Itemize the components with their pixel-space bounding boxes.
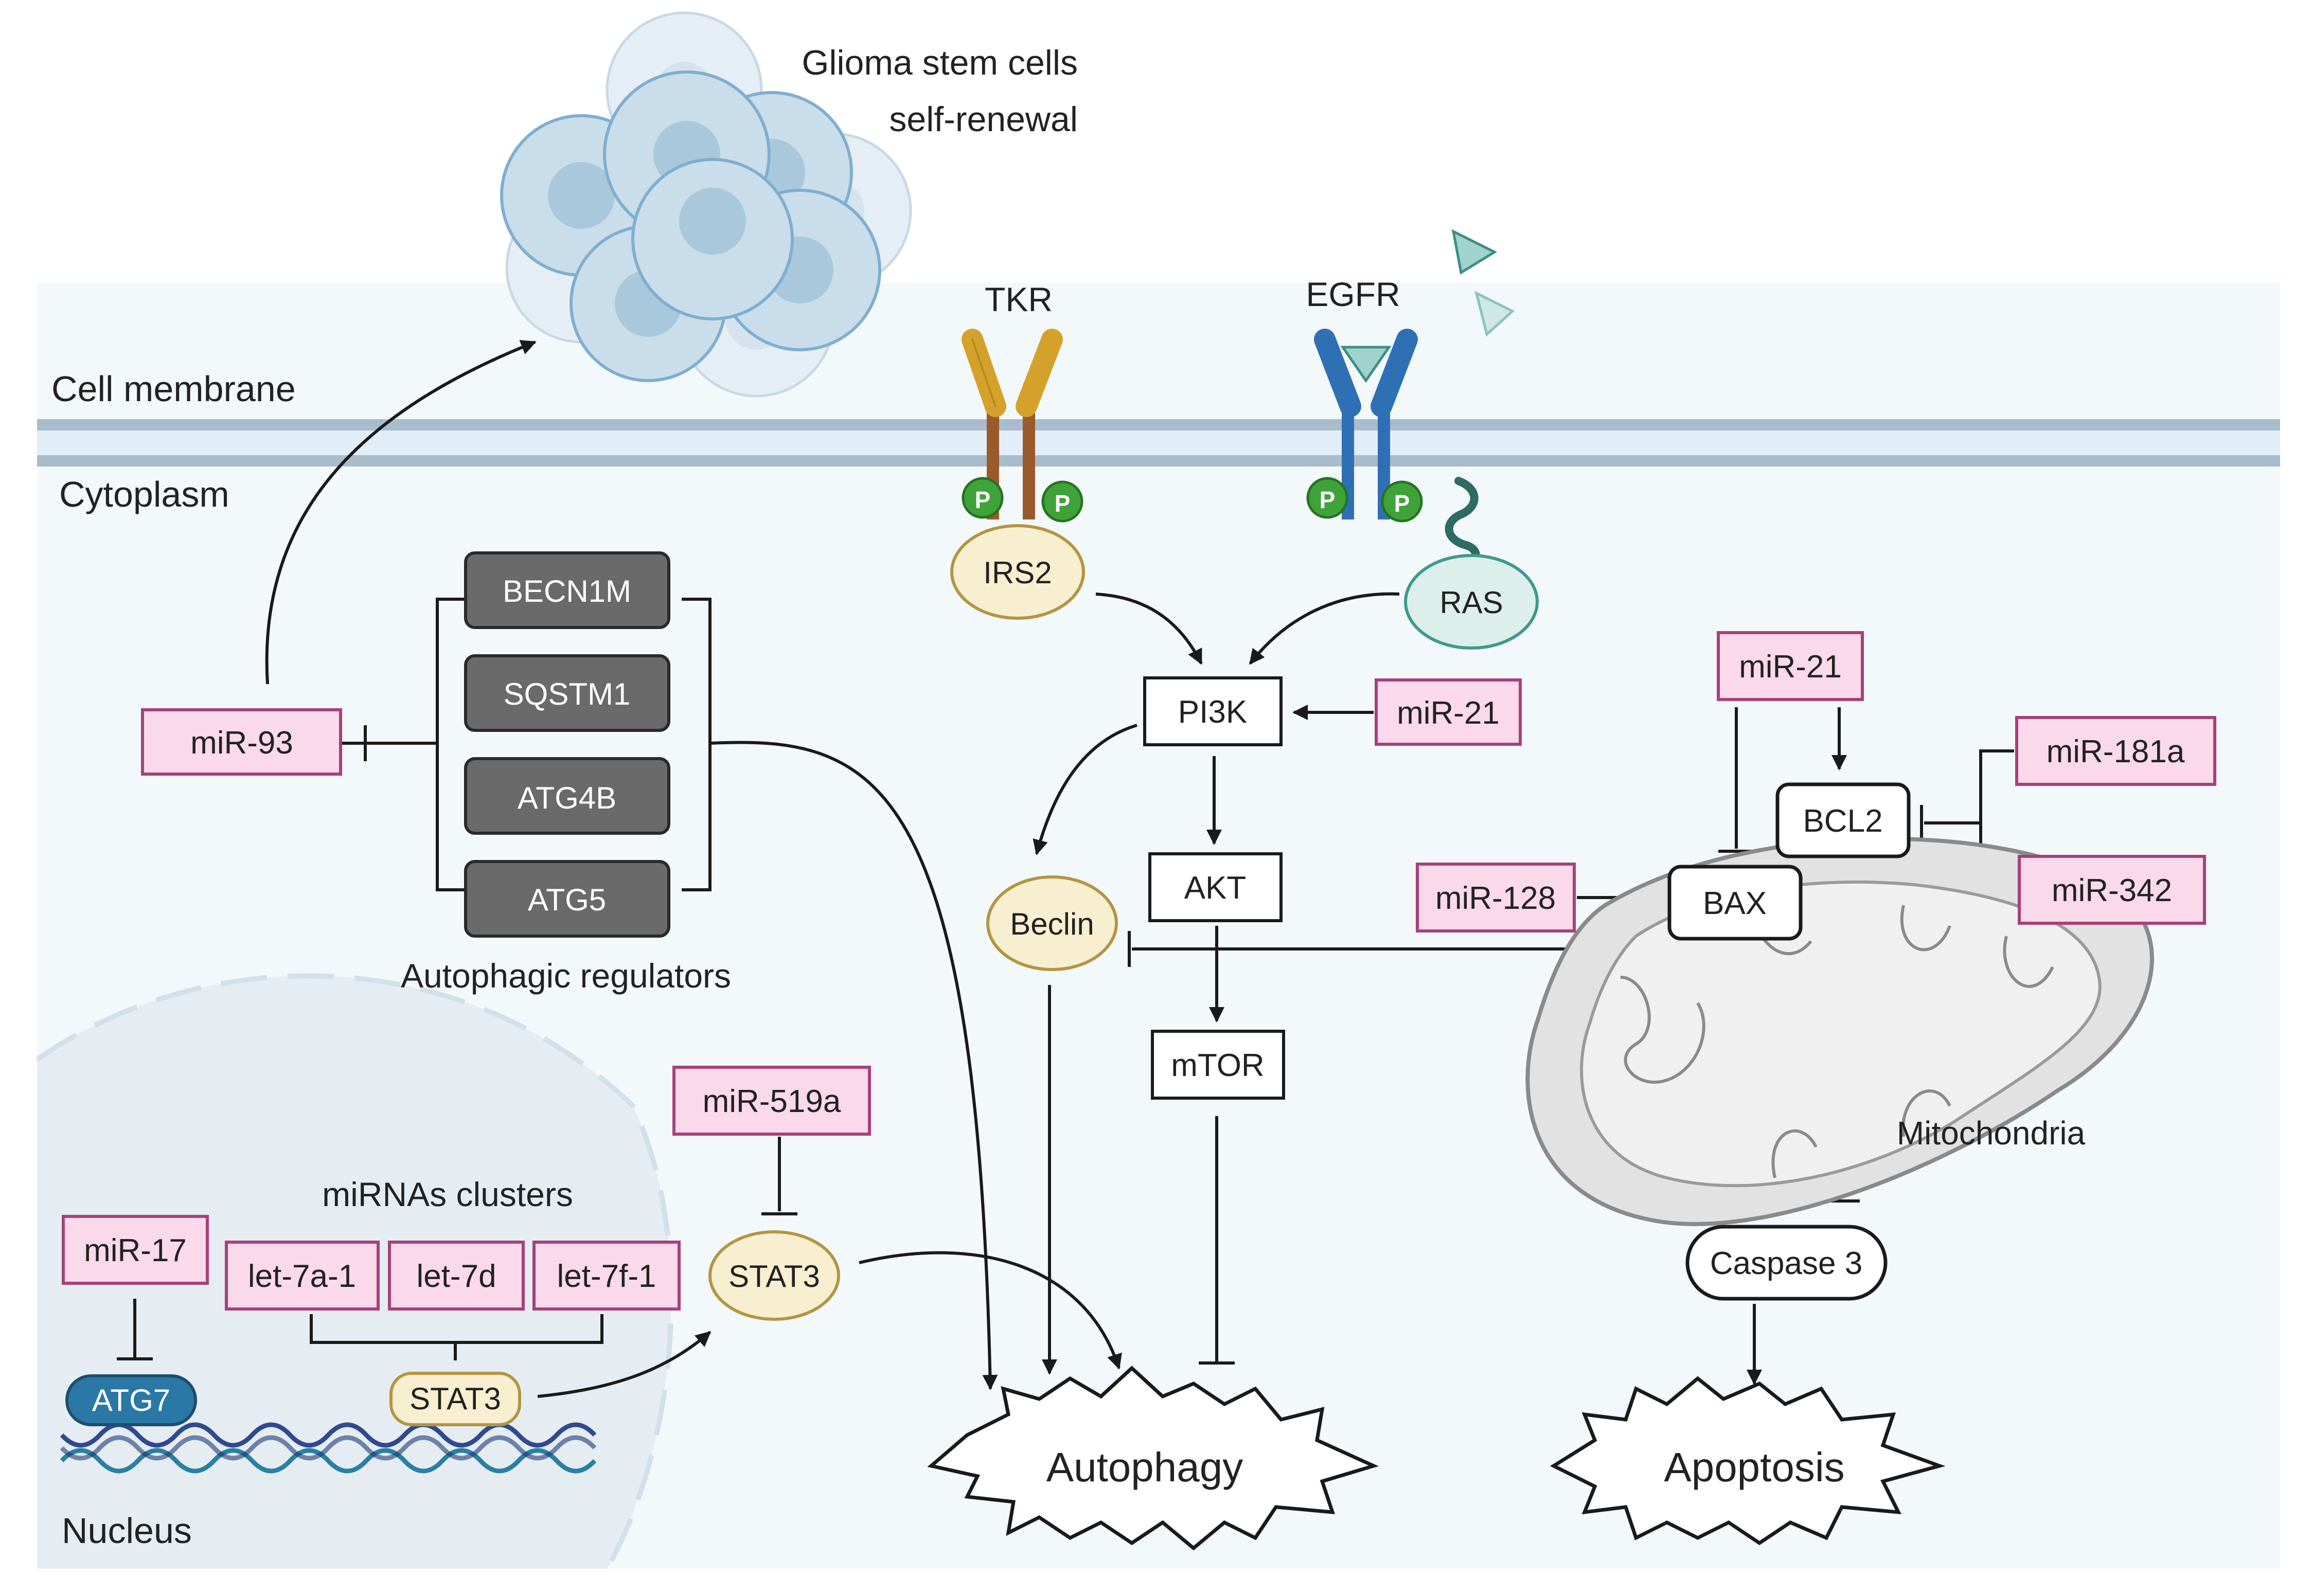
phospho-label: P <box>975 487 991 513</box>
bcl2-label: BCL2 <box>1803 803 1882 839</box>
caspase3-node: Caspase 3 <box>1685 1225 1888 1301</box>
regulator-label: SQSTM1 <box>504 677 631 711</box>
cluster-box <box>225 1241 380 1311</box>
glioma-stem-cells-cluster <box>500 11 912 398</box>
regulator-box <box>464 757 670 835</box>
apoptosis-burst <box>1550 1376 1946 1546</box>
cluster-label: let-7d <box>416 1259 496 1294</box>
phospho-label: P <box>1055 490 1071 517</box>
stat3-cyto-label: STAT3 <box>728 1259 820 1294</box>
stat3-nucleus-node: STAT3 <box>389 1372 521 1426</box>
cluster-label: let-7a-1 <box>248 1259 356 1294</box>
mir17-box <box>62 1215 209 1285</box>
egfr-label: EGFR <box>1306 275 1400 313</box>
mir519a-label: miR-519a <box>703 1084 841 1119</box>
mirna-boxes: miR-93 miR-21 miR-21 miR-181a miR-342 mi… <box>62 631 2216 1285</box>
cluster-box <box>532 1241 681 1311</box>
regulators-caption: Autophagic regulators <box>401 957 731 995</box>
pi3k-node: PI3K <box>1143 676 1283 746</box>
irs2-label: IRS2 <box>983 555 1052 590</box>
mir128-label: miR-128 <box>1435 881 1556 916</box>
mir21-pi3k-label: miR-21 <box>1397 695 1500 731</box>
arrow-irs2-to-pi3k <box>1095 593 1203 665</box>
mir519a-box <box>672 1066 871 1136</box>
cluster-label: let-7f-1 <box>557 1259 656 1294</box>
mir93-box <box>141 708 342 776</box>
cluster-box <box>388 1241 525 1311</box>
irs2-node: IRS2 <box>950 524 1085 620</box>
bax-label: BAX <box>1703 886 1767 921</box>
phospho-label: P <box>1320 487 1336 513</box>
caspase3-label: Caspase 3 <box>1710 1246 1862 1281</box>
autophagy-label: Autophagy <box>1046 1444 1243 1490</box>
mir21-bcl2-box <box>1717 631 1864 701</box>
mtor-label: mTOR <box>1171 1048 1264 1083</box>
bax-node: BAX <box>1667 865 1803 941</box>
arrow-stat3-to-autophagy <box>859 1251 1122 1370</box>
phospho-label: P <box>1394 490 1410 517</box>
mitochondria-label: Mitochondria <box>1897 1115 2086 1152</box>
akt-label: AKT <box>1184 870 1247 906</box>
mir342-label: miR-342 <box>2052 873 2172 908</box>
regulator-label: BECN1M <box>503 574 631 608</box>
mir342-box <box>2018 855 2206 925</box>
mtor-node: mTOR <box>1151 1030 1285 1100</box>
mir128-box <box>1416 863 1576 933</box>
tkr-label: TKR <box>985 280 1053 318</box>
stem-cells-subtitle: self-renewal <box>889 100 1078 139</box>
dna-helix-icon <box>60 1422 597 1474</box>
regulators-bracket <box>436 598 712 891</box>
arrow-ras-to-pi3k <box>1249 592 1400 665</box>
cluster-list: let-7a-1 let-7d let-7f-1 <box>225 1241 681 1311</box>
arrow-regulators-to-autophagy <box>709 741 998 1390</box>
autophagy-burst <box>927 1366 1379 1551</box>
regulator-list: BECN1M SQSTM1 ATG4B ATG5 <box>464 551 670 938</box>
ras-node: RAS <box>1404 554 1539 650</box>
regulator-box <box>464 860 670 938</box>
phospho-group: P P P P <box>962 477 1423 523</box>
regulator-box <box>464 654 670 732</box>
ligand-icon-2 <box>1474 291 1515 337</box>
stem-cells-title: Glioma stem cells <box>802 43 1078 82</box>
mir181a-label: miR-181a <box>2047 734 2185 769</box>
beclin-node: Beclin <box>986 875 1118 971</box>
clusters-title: miRNAs clusters <box>322 1175 573 1213</box>
mir17-label: miR-17 <box>84 1233 187 1268</box>
regulator-box <box>464 551 670 629</box>
cytoplasm-label: Cytoplasm <box>59 474 229 514</box>
apoptosis-label: Apoptosis <box>1664 1444 1844 1490</box>
stat3-nucleus-label: STAT3 <box>410 1382 501 1416</box>
stat3-cyto-node: STAT3 <box>708 1230 840 1321</box>
pi3k-label: PI3K <box>1178 694 1247 730</box>
cell-membrane-label: Cell membrane <box>51 369 296 409</box>
beclin-label: Beclin <box>1010 907 1094 941</box>
ras-label: RAS <box>1439 585 1503 620</box>
mir21-pi3k-box <box>1375 678 1522 746</box>
bcl2-node: BCL2 <box>1775 782 1911 858</box>
mir93-label: miR-93 <box>190 725 293 761</box>
regulator-label: ATG4B <box>518 781 616 815</box>
arrow-stat3-nuc-to-cyto <box>537 1331 712 1398</box>
mir21-bcl2-label: miR-21 <box>1739 649 1842 685</box>
cell-membrane <box>37 419 2280 467</box>
ligand-icon <box>1451 229 1498 275</box>
nucleus-label: Nucleus <box>62 1511 192 1551</box>
mir181a-box <box>2015 716 2216 786</box>
akt-node: AKT <box>1148 852 1283 922</box>
regulator-label: ATG5 <box>528 883 606 917</box>
atg7-label: ATG7 <box>92 1383 170 1418</box>
arrow-pi3k-to-beclin <box>1033 724 1137 855</box>
atg7-node: ATG7 <box>65 1374 197 1426</box>
arrow-mir93-to-stem-cells <box>265 340 537 685</box>
